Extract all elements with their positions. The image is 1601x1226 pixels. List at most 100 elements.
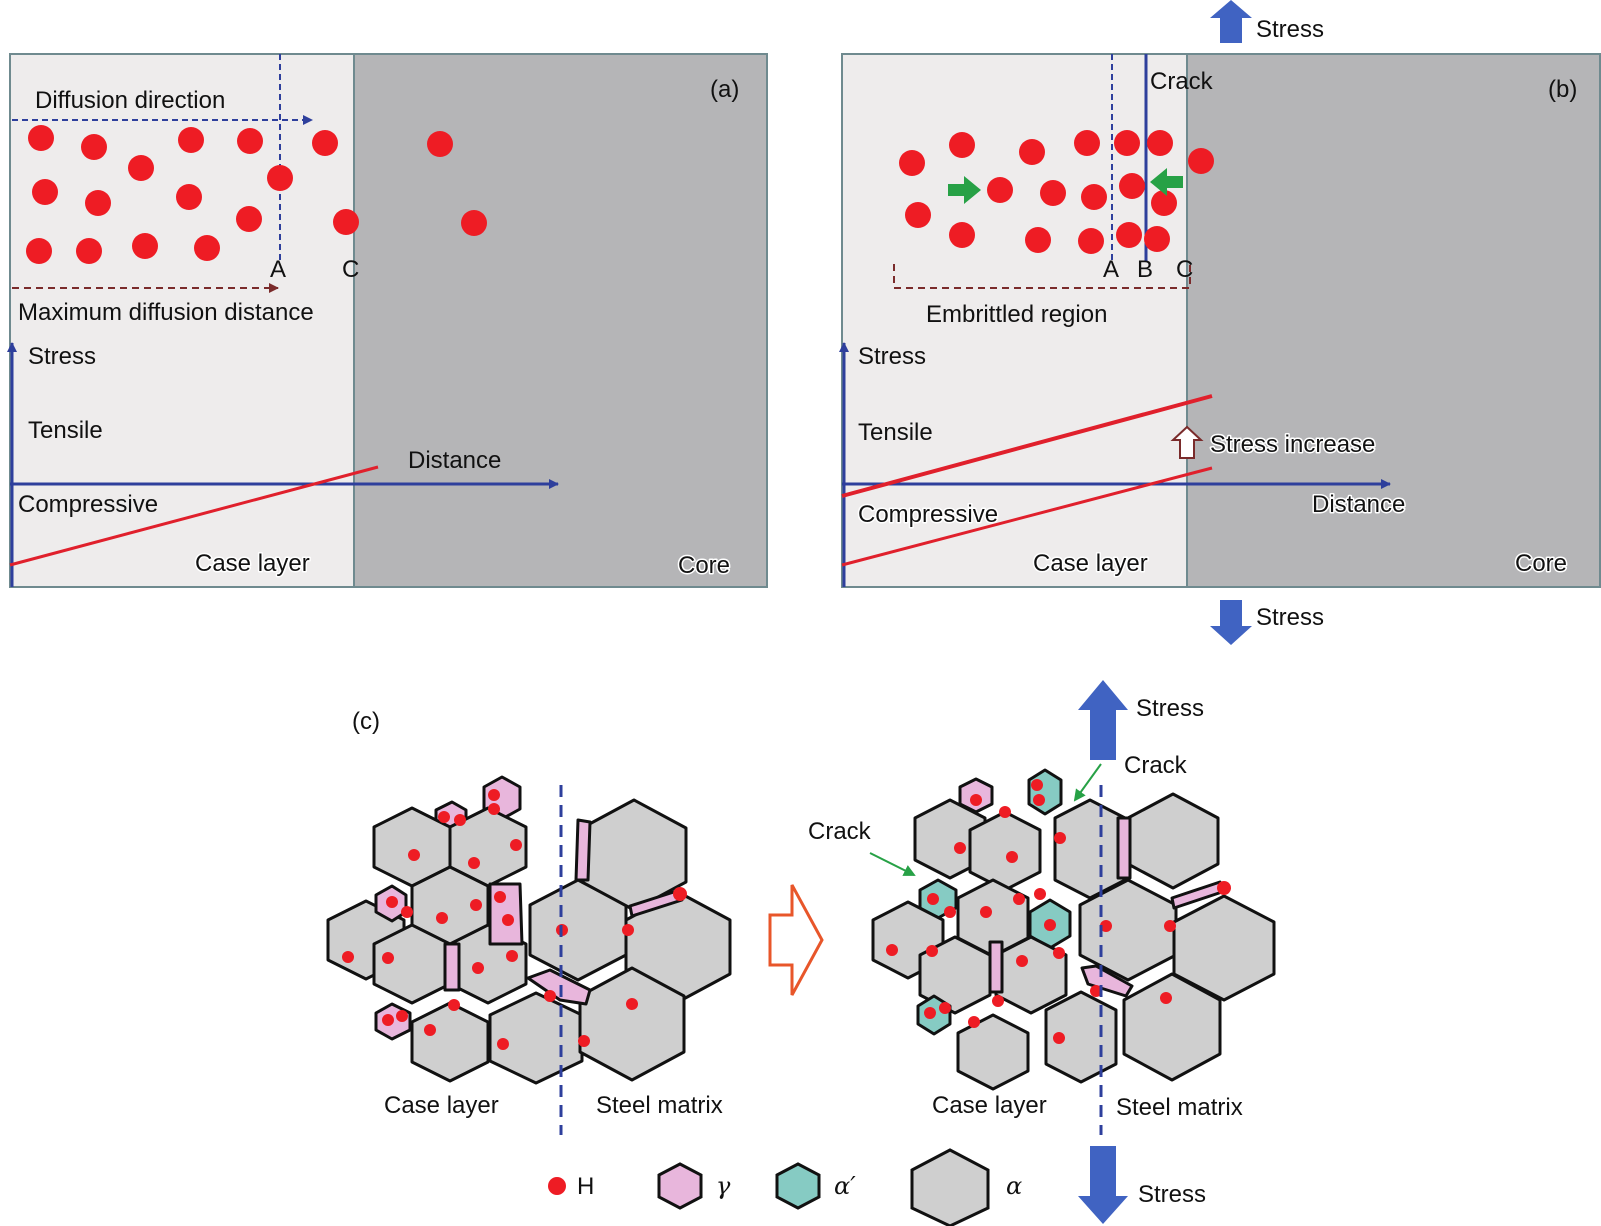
- crack-pointer-right: [1073, 763, 1102, 802]
- case-layer-label-a: Case layer: [195, 550, 310, 577]
- hydrogen-atom: [494, 891, 506, 903]
- hydrogen-atom: [178, 127, 204, 153]
- legend-alpha-icon: [910, 1148, 990, 1226]
- hydrogen-atom: [1151, 190, 1177, 216]
- hydrogen-atom: [1040, 180, 1066, 206]
- stress-profile-line-b-upper: [841, 394, 1213, 498]
- hydrogen-atom: [949, 222, 975, 248]
- core-region-a: [353, 53, 768, 588]
- panel-tag-a: (a): [710, 76, 739, 103]
- alpha-grain: [1044, 990, 1118, 1084]
- transform-arrow: [768, 884, 824, 996]
- alpha-grain: [372, 923, 452, 1005]
- hydrogen-atom: [1217, 881, 1231, 895]
- hydrogen-atom: [1114, 130, 1140, 156]
- hydrogen-atom: [1013, 893, 1025, 905]
- hydrogen-atom: [1033, 794, 1045, 806]
- legend: H γ α′ α: [548, 1148, 1022, 1226]
- hydrogen-atom: [1034, 888, 1046, 900]
- alpha-grain: [918, 935, 992, 1015]
- hydrogen-atom: [924, 1007, 936, 1019]
- hydrogen-atom: [1090, 985, 1102, 997]
- hydrogen-atom: [980, 906, 992, 918]
- hydrogen-atom: [1160, 992, 1172, 1004]
- hydrogen-atom: [968, 1016, 980, 1028]
- hydrogen-atom: [1164, 920, 1176, 932]
- stress-axis-label-b: Stress: [858, 343, 926, 370]
- hydrogen-atom: [544, 990, 556, 1002]
- hydrogen-atom: [1044, 919, 1056, 931]
- diffusion-direction-label: Diffusion direction: [35, 87, 225, 114]
- hydrogen-atom: [128, 155, 154, 181]
- hydrogen-atom: [237, 128, 263, 154]
- hydrogen-atom: [1188, 148, 1214, 174]
- hydrogen-atom: [999, 806, 1011, 818]
- gamma-grain: [988, 940, 1004, 994]
- crack-label-b: Crack: [1150, 68, 1214, 95]
- hydrogen-atom: [32, 179, 58, 205]
- crack-label-c-right: Crack: [1124, 752, 1188, 779]
- legend-alpha-prime-label: α′: [834, 1172, 856, 1200]
- stress-top-label-c: Stress: [1136, 695, 1204, 722]
- hydrogen-atom: [427, 131, 453, 157]
- hydrogen-atom: [396, 1010, 408, 1022]
- panel-c: (c): [326, 680, 1276, 1224]
- tensile-label-b: Tensile: [858, 419, 933, 446]
- gamma-grain: [1080, 964, 1134, 998]
- gamma-grain: [574, 818, 592, 882]
- microstructure-after: [871, 768, 1276, 1091]
- case-layer-label-c-left: Case layer: [384, 1092, 499, 1119]
- hydrogen-atom: [236, 206, 262, 232]
- compressive-label-b: Compressive: [858, 501, 998, 528]
- hydrogen-atom: [333, 209, 359, 235]
- hydrogen-atoms-a: [26, 125, 487, 264]
- hydrogen-atom: [1081, 184, 1107, 210]
- case-layer-label-c-right: Case layer: [932, 1092, 1047, 1119]
- hydrogen-atom: [905, 202, 931, 228]
- hydrogen-atom: [1054, 832, 1066, 844]
- panel-b: (b) Stress Stress Crack: [839, 0, 1601, 645]
- crack-label-c-left: Crack: [808, 818, 872, 845]
- marker-b-label-b: B: [1137, 256, 1153, 283]
- hydrogen-atom: [626, 998, 638, 1010]
- hydrogen-in-grains-after: [886, 779, 1231, 1044]
- hydrogen-atom: [76, 238, 102, 264]
- hydrogen-atom: [454, 814, 466, 826]
- hydrogen-atom: [488, 789, 500, 801]
- hydrogen-atom: [987, 177, 1013, 203]
- stress-arrow-down-b: [1210, 600, 1252, 645]
- distance-axis-label-a: Distance: [408, 447, 501, 474]
- hydrogen-atom: [488, 803, 500, 815]
- embrittled-region-label: Embrittled region: [926, 301, 1107, 328]
- legend-hydrogen-icon: [548, 1177, 566, 1195]
- steel-matrix-label-c-right: Steel matrix: [1116, 1094, 1243, 1121]
- stress-bottom-label-c: Stress: [1138, 1181, 1206, 1208]
- hydrogen-atom: [468, 857, 480, 869]
- hydrogen-atom: [1147, 130, 1173, 156]
- hydrogen-atom: [992, 995, 1004, 1007]
- steel-matrix-label-c-left: Steel matrix: [596, 1092, 723, 1119]
- stress-axis-label-a: Stress: [28, 343, 96, 370]
- alpha-grain: [1053, 798, 1127, 900]
- panel-a: (a) Diffusion direction A C: [6, 53, 768, 588]
- hydrogen-atom: [578, 1035, 590, 1047]
- hydrogen-atom: [132, 233, 158, 259]
- stress-top-label-b: Stress: [1256, 16, 1324, 43]
- hydrogen-atom: [342, 951, 354, 963]
- marker-a-label: A: [270, 256, 286, 283]
- legend-gamma-icon: [657, 1162, 703, 1210]
- alpha-grain: [410, 1001, 490, 1083]
- hydrogen-atom: [312, 130, 338, 156]
- alpha-prime-grain: [1027, 768, 1063, 816]
- hydrogen-atom: [1031, 779, 1043, 791]
- hydrogen-atom: [28, 125, 54, 151]
- hydrogen-atom: [927, 893, 939, 905]
- tensile-label-a: Tensile: [28, 417, 103, 444]
- hydrogen-atom: [1016, 955, 1028, 967]
- stress-increase-arrow: [1170, 425, 1204, 459]
- crack-pointer-left: [869, 852, 916, 876]
- hydrogen-atom: [1116, 222, 1142, 248]
- hydrogen-atom: [176, 184, 202, 210]
- alpha-grain: [1126, 792, 1220, 890]
